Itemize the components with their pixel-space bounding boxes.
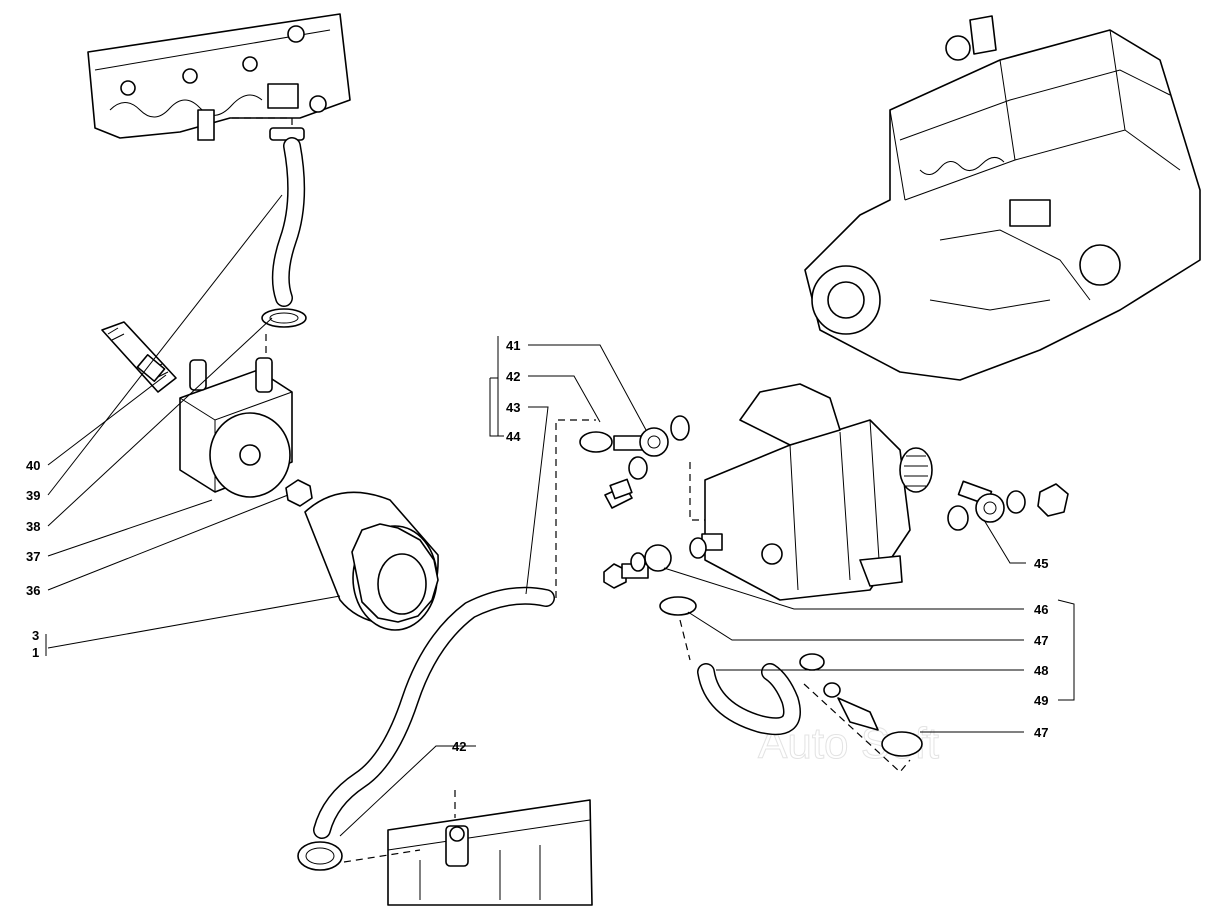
dashed-leader-sump (343, 790, 456, 863)
callout-39: 39 (26, 488, 40, 503)
callout-47-lower: 47 (1034, 725, 1048, 740)
engine-assembly (804, 15, 1201, 381)
callout-36: 36 (26, 583, 40, 598)
dashed-leader-43 (555, 419, 596, 598)
oil-filter (304, 491, 439, 631)
callout-40: 40 (26, 458, 40, 473)
leader-lines (45, 194, 1075, 837)
oil-sump-fragment (387, 799, 593, 906)
alternator (701, 383, 933, 601)
threaded-stud (101, 321, 177, 393)
callout-49: 49 (1034, 693, 1048, 708)
long-oil-hose (297, 586, 555, 871)
callout-1: 1 (32, 645, 39, 660)
callout-37: 37 (26, 549, 40, 564)
upper-oil-hose (261, 127, 307, 328)
engine-block-top-fragment (87, 13, 351, 141)
callout-41: 41 (506, 338, 520, 353)
oil-cooler (179, 357, 293, 498)
callout-42-upper: 42 (506, 369, 520, 384)
pipe-adapter (799, 653, 923, 773)
callout-44: 44 (506, 429, 521, 444)
callout-43: 43 (506, 400, 520, 415)
callout-46: 46 (1034, 602, 1048, 617)
short-oil-hose (697, 663, 801, 736)
banjo-fitting-upper (579, 415, 690, 509)
callout-38: 38 (26, 519, 40, 534)
nut (285, 479, 313, 507)
dashed-leader-top (232, 117, 293, 132)
banjo-fitting-right (947, 480, 1069, 531)
callout-3: 3 (32, 628, 39, 643)
dashed-leader-46 (679, 619, 691, 661)
callout-47-upper: 47 (1034, 633, 1048, 648)
callout-42-lower: 42 (452, 739, 466, 754)
banjo-fitting-lower (603, 537, 707, 616)
callout-48: 48 (1034, 663, 1048, 678)
callout-45: 45 (1034, 556, 1048, 571)
